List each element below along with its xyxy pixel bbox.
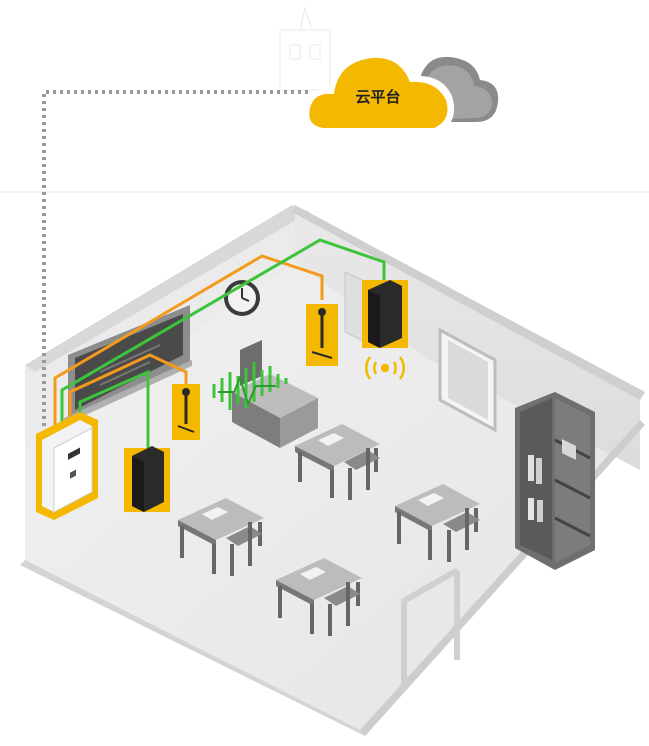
student-desk bbox=[295, 424, 380, 500]
student-desks bbox=[178, 424, 480, 636]
microphone-icon[interactable] bbox=[306, 304, 338, 366]
student-desk bbox=[276, 558, 362, 636]
cloud-label: 云平台 bbox=[355, 88, 401, 106]
student-desk bbox=[395, 484, 480, 562]
speaker-icon[interactable] bbox=[124, 446, 170, 512]
background-building-sketch bbox=[279, 5, 331, 91]
sound-wave-icon bbox=[212, 362, 288, 410]
control-box-icon[interactable] bbox=[36, 412, 98, 520]
wireless-signal-icon bbox=[365, 356, 405, 380]
speaker-icon[interactable] bbox=[362, 280, 408, 348]
window bbox=[438, 327, 497, 433]
cloud-icon[interactable] bbox=[303, 49, 499, 134]
microphone-icon[interactable] bbox=[172, 384, 200, 440]
wire-orange bbox=[53, 254, 324, 428]
bookshelf bbox=[515, 392, 595, 570]
door-frame bbox=[400, 568, 460, 690]
student-desk bbox=[178, 498, 264, 576]
